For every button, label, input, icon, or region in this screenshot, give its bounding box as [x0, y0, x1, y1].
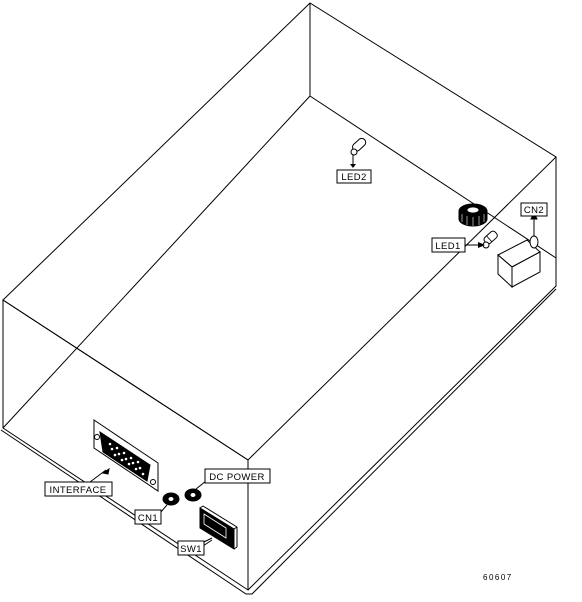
cn2-connector	[497, 211, 541, 289]
led2-component	[350, 137, 367, 168]
enclosure-box	[0, 2, 557, 595]
label-cn1: CN1	[138, 513, 158, 524]
label-dc-power: DC POWER	[209, 472, 264, 483]
led1-component	[482, 230, 498, 249]
led2-lens	[350, 148, 358, 156]
callout-interface: INTERFACE	[44, 481, 113, 497]
label-interface: INTERFACE	[50, 485, 107, 496]
label-cn2: CN2	[524, 205, 544, 216]
label-led2: LED2	[341, 172, 366, 183]
figure-number: 60607	[483, 573, 513, 582]
inner-back-edges	[309, 3, 557, 259]
cn1-jack	[159, 492, 180, 514]
label-sw1: SW1	[180, 544, 202, 555]
dc-power-jack	[184, 480, 207, 502]
interface-connector	[89, 419, 159, 492]
right-face	[247, 157, 557, 591]
callout-cn2: CN2	[520, 202, 548, 217]
callout-sw1: SW1	[177, 539, 213, 556]
label-led1: LED1	[435, 241, 460, 252]
callout-led2: LED2	[336, 169, 372, 184]
sw1-switch	[199, 505, 238, 550]
callout-led1: LED1	[431, 237, 485, 253]
bottom-edge	[0, 288, 557, 595]
buzzer-component	[458, 203, 488, 227]
callout-dc-power: DC POWER	[204, 468, 271, 484]
callout-cn1: CN1	[134, 509, 162, 525]
top-face	[2, 2, 557, 461]
inner-left-edge	[2, 95, 311, 429]
